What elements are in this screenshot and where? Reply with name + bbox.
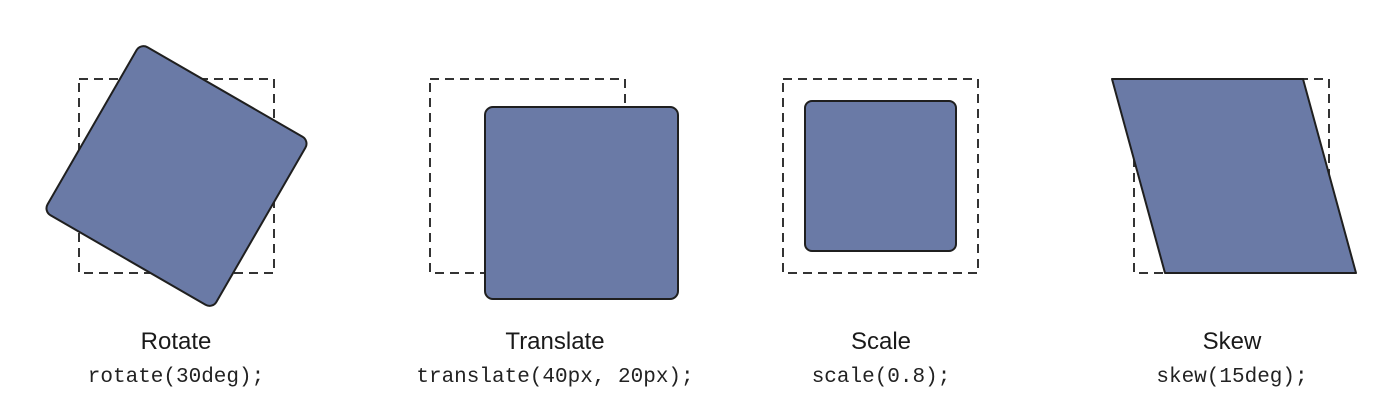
rotate-panel: [45, 45, 308, 307]
translate-title: Translate: [505, 328, 605, 355]
rotate-code: rotate(30deg);: [87, 366, 265, 389]
rotate-title: Rotate: [140, 328, 212, 355]
scale-original-outline: [782, 78, 979, 274]
scale-title: Scale: [850, 328, 912, 355]
scale-code: scale(0.8);: [811, 366, 951, 389]
translate-transformed-shape: [484, 106, 679, 300]
scale-transformed-shape: [804, 100, 957, 252]
skew-panel: [1111, 78, 1357, 274]
skew-transformed-shape: [1111, 78, 1357, 274]
rotate-transformed-shape: [45, 45, 308, 307]
skew-code: skew(15deg);: [1156, 366, 1308, 389]
translate-code: translate(40px, 20px);: [416, 366, 694, 389]
skew-title: Skew: [1202, 328, 1262, 355]
translate-panel: [429, 78, 679, 300]
scale-panel: [782, 78, 979, 274]
